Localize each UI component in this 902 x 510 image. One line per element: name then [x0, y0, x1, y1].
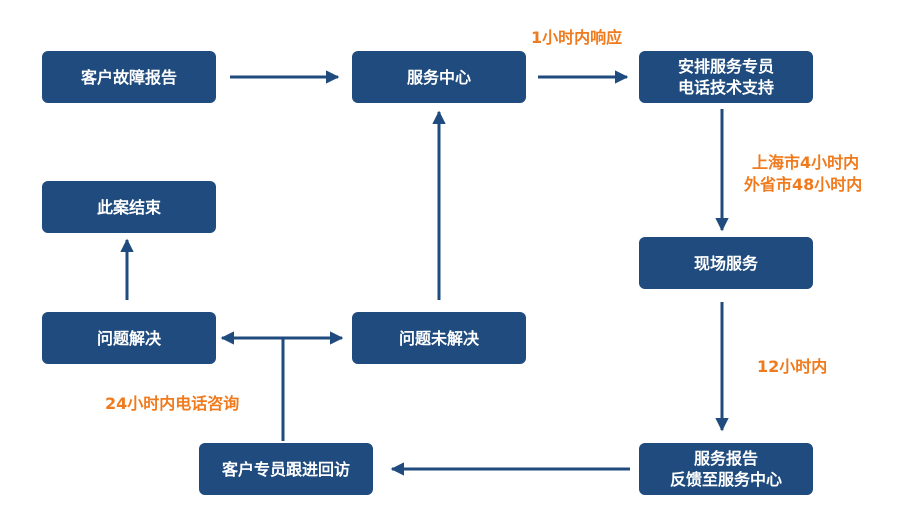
node-label: 此案结束	[96, 197, 161, 217]
node-label-line1: 安排服务专员	[677, 57, 774, 76]
response-time-note: 1小时内响应	[531, 28, 623, 47]
node-label: 服务中心	[406, 67, 471, 87]
shanghai-time-note: 上海市4小时内	[752, 153, 860, 172]
problem-solved-node: 问题解决	[42, 312, 216, 364]
node-label: 现场服务	[693, 253, 758, 273]
service-center-node: 服务中心	[352, 51, 526, 103]
other-province-time-note: 外省市48小时内	[744, 175, 863, 194]
followup-visit-node: 客户专员跟进回访	[199, 443, 373, 495]
twelve-hours-note: 12小时内	[757, 357, 828, 376]
onsite-service-node: 现场服务	[639, 237, 813, 289]
case-closed-node: 此案结束	[42, 181, 216, 233]
service-report-node: 服务报告 反馈至服务中心	[639, 443, 813, 495]
customer-fault-report-node: 客户故障报告	[42, 51, 216, 103]
node-label: 问题未解决	[398, 328, 479, 348]
problem-unsolved-node: 问题未解决	[352, 312, 526, 364]
node-label: 客户专员跟进回访	[221, 459, 350, 479]
phone-consult-note: 24小时内电话咨询	[105, 394, 240, 413]
node-label: 问题解决	[96, 328, 161, 348]
arrange-specialist-node: 安排服务专员 电话技术支持	[639, 51, 813, 103]
node-label-line2: 电话技术支持	[677, 78, 774, 97]
node-label-line1: 服务报告	[693, 449, 758, 468]
node-label-line2: 反馈至服务中心	[669, 470, 782, 489]
node-label: 客户故障报告	[80, 67, 177, 87]
